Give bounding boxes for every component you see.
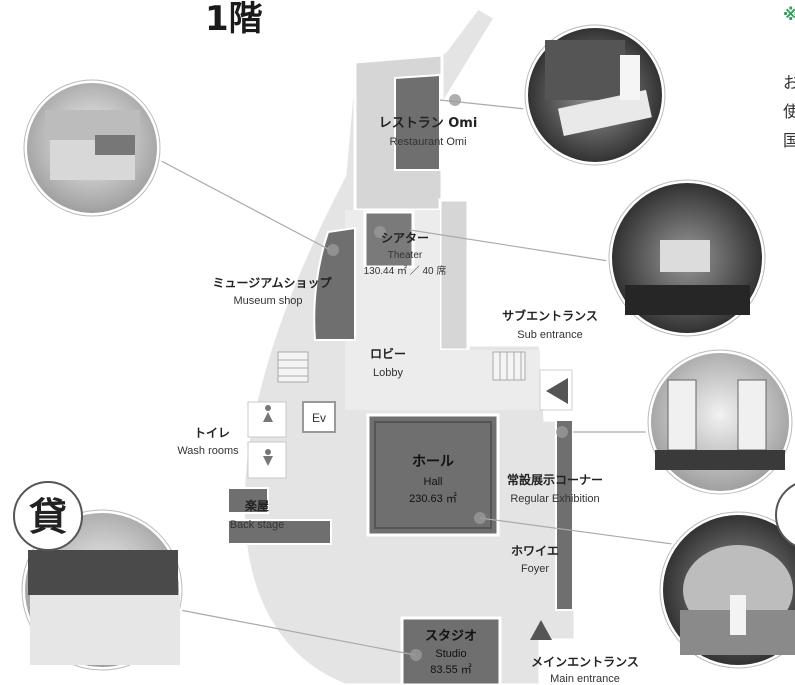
lobby-label-jp: ロビー [370, 346, 406, 361]
stairs-lobby [277, 351, 309, 383]
theater-area: 130.44 ㎡ ／ 40 席 [364, 264, 447, 277]
sub-entrance-label-en: Sub entrance [517, 329, 582, 341]
back-stage-label-en: Back stage [230, 519, 284, 531]
elevator-label: Ev [312, 411, 326, 425]
rental-badge-partial [775, 483, 795, 547]
foyer-label-en: Foyer [521, 563, 549, 575]
restaurant-room [394, 73, 441, 171]
regular-exhibition-room [555, 419, 574, 611]
rental-badge-label: 貸 [29, 495, 67, 539]
photo-museum-shop [21, 77, 163, 219]
theater-room [363, 210, 415, 269]
regular-exhibition-label-en: Regular Exhibition [510, 493, 599, 505]
restaurant-label-en: Restaurant Omi [389, 136, 466, 148]
floor-title: 1階 [205, 0, 263, 39]
sub-entrance-label-jp: サブエントランス [502, 308, 598, 323]
side-accent-mark: ※ [783, 5, 795, 24]
side-text-line1: お [783, 73, 795, 92]
restaurant-label-jp: レストラン Omi [379, 116, 478, 131]
photo-regular-exhibition [645, 347, 795, 497]
studio-label-jp: スタジオ [425, 629, 477, 644]
photo-hall [657, 509, 795, 671]
toilet-female-icon [263, 456, 273, 466]
rental-badge-circle [13, 481, 83, 551]
photo-theater [606, 177, 768, 339]
side-text-line3: 国 [783, 131, 795, 150]
regular-exhibition-label-jp: 常設展示コーナー [507, 472, 603, 487]
back-stage-label-jp: 楽屋 [245, 498, 269, 513]
location-dots [327, 94, 568, 661]
main-entrance-arrow-icon [530, 620, 552, 640]
photo-studio [19, 507, 185, 673]
hall-area: 230.63 ㎡ [409, 492, 457, 505]
studio-area: 83.55 ㎡ [430, 663, 472, 676]
side-text-line2: 使 [783, 102, 795, 121]
foyer-label-jp: ホワイエ [511, 544, 559, 558]
toilet-label-jp: トイレ [194, 426, 230, 440]
stairs-sub-entrance [492, 351, 526, 381]
main-entrance-label-jp: メインエントランス [531, 655, 639, 669]
lobby-label-en: Lobby [373, 367, 403, 379]
elevator-room [302, 401, 336, 433]
studio-label-en: Studio [435, 648, 466, 660]
hall-inner-border [374, 421, 492, 529]
toilet-head-icon-2 [265, 449, 271, 455]
museum-shop-label-en: Museum shop [233, 295, 302, 307]
sub-entrance-arrow-icon [546, 378, 568, 404]
hall-label-jp: ホール [412, 454, 454, 470]
theater-label-en: Theater [388, 250, 423, 261]
back-stage-room-b [227, 519, 332, 545]
leader-lines [149, 99, 681, 656]
theater-label-jp: シアター [381, 231, 429, 245]
toilet-label-en: Wash rooms [177, 445, 239, 457]
toilet-male-icon [263, 412, 273, 422]
back-stage-room-a [227, 487, 269, 514]
main-entrance-label-en: Main entrance [550, 673, 620, 685]
photo-restaurant [522, 22, 668, 168]
hall-label-en: Hall [424, 476, 443, 488]
museum-shop-label-jp: ミュージアムショップ [213, 275, 333, 290]
toilet-head-icon [265, 405, 271, 411]
